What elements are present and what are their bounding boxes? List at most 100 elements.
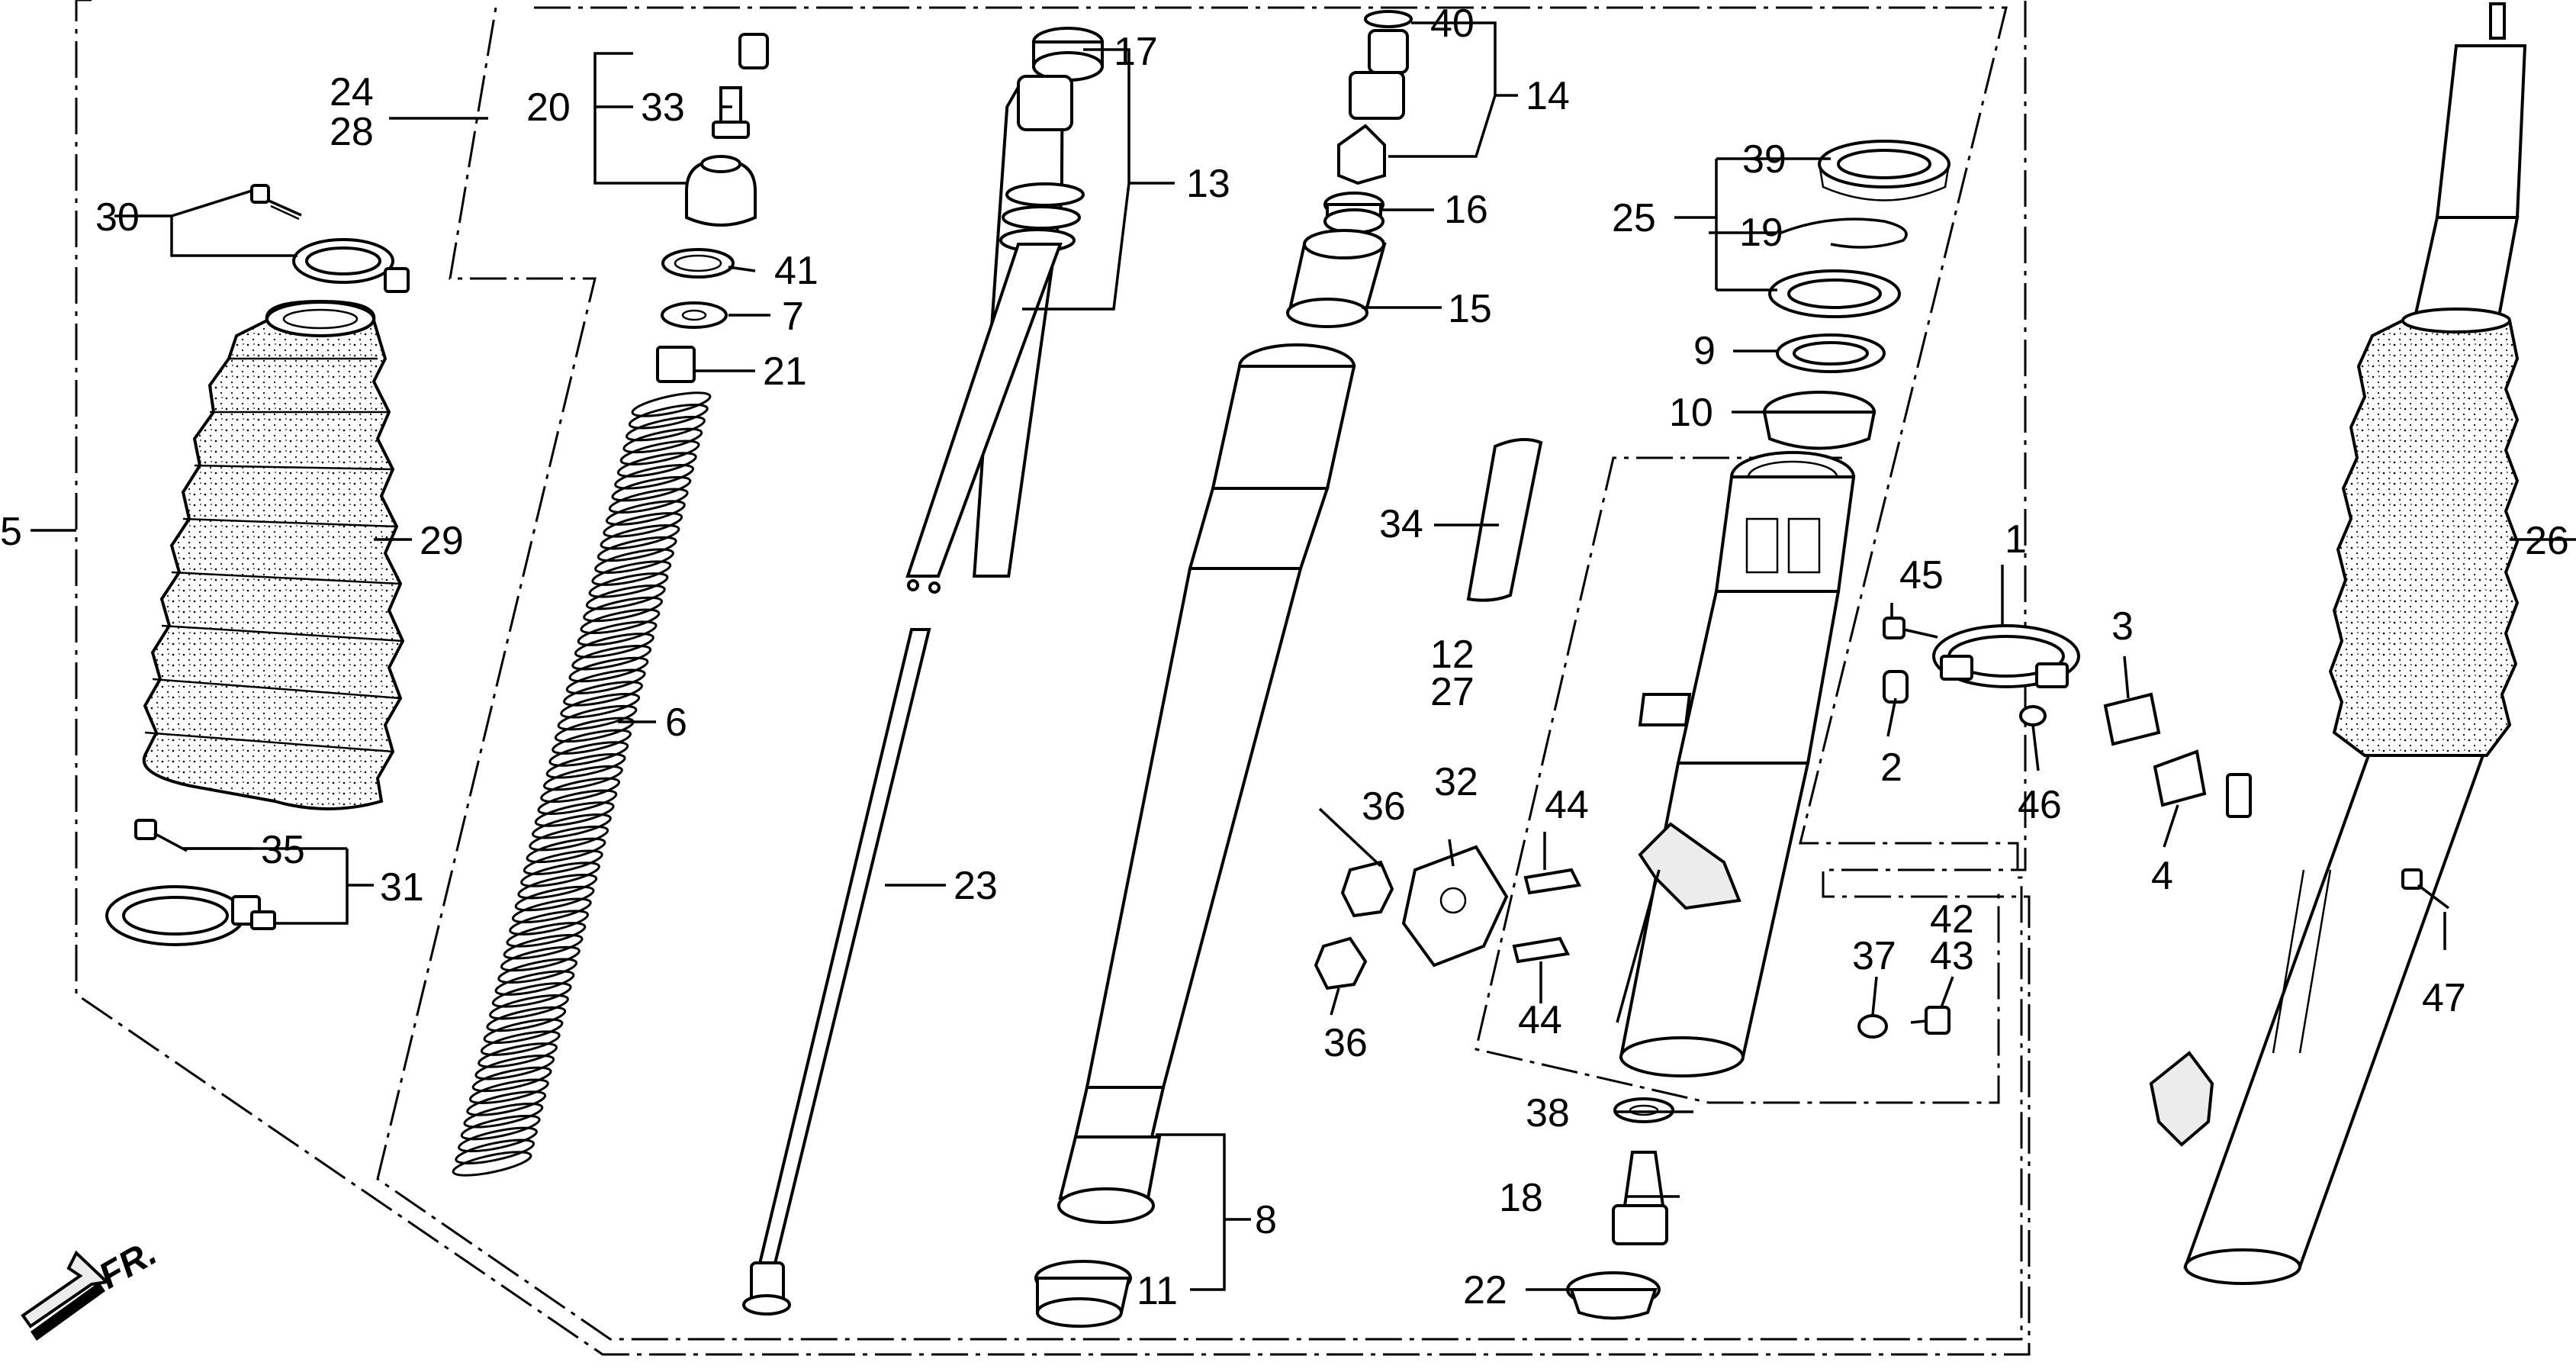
callout-8: 8: [1255, 1198, 1277, 1242]
callout-15: 15: [1448, 287, 1492, 331]
callout-9: 9: [1693, 329, 1716, 373]
spring-coil: [480, 1030, 561, 1056]
spring-coil: [463, 1103, 544, 1129]
callout-14: 14: [1526, 74, 1570, 118]
callout-26: 26: [2525, 519, 2569, 563]
callout-40: 40: [1430, 2, 1475, 46]
spring-coil: [591, 560, 672, 586]
callout-18: 18: [1499, 1176, 1543, 1220]
spring-coil: [588, 572, 669, 598]
spring-coil: [631, 391, 712, 417]
spring-coil: [574, 633, 654, 659]
spring-coil: [565, 668, 646, 695]
callout-2: 2: [1880, 746, 1902, 790]
direction-label: FR.: [92, 1232, 163, 1297]
callout-42: 42: [1930, 897, 1974, 942]
spring-coil: [540, 777, 621, 804]
spring-coil: [557, 704, 638, 731]
spring-coil: [483, 1018, 564, 1045]
callout-7: 7: [782, 295, 804, 339]
callout-36-lower: 36: [1323, 1021, 1368, 1065]
lower-small-parts: [1566, 1097, 1674, 1320]
callout-39: 39: [1742, 137, 1786, 182]
left-fork-boot: [142, 299, 405, 810]
spring-coil: [506, 922, 587, 948]
spring-coil: [509, 910, 590, 936]
complete-right-fork: [2149, 2, 2527, 1285]
spring-coil: [616, 452, 697, 478]
spring-coil: [491, 982, 572, 1008]
spring-coil: [514, 885, 595, 912]
spring-coil: [577, 620, 658, 646]
spring-coil: [542, 765, 623, 791]
callout-labels: 1 2 3 4 5 6 7 8 9 10 11 12 13 14 15 16 1…: [0, 2, 2569, 1313]
spring-coil: [468, 1078, 549, 1104]
spring-coil: [503, 933, 584, 960]
spring-coil: [603, 512, 683, 538]
spring-coil: [563, 681, 643, 707]
spring-coil: [523, 849, 603, 875]
spring-coil: [552, 729, 632, 755]
spring-coil: [474, 1054, 555, 1081]
axle-clamp-parts: [1314, 845, 1582, 990]
spring-coil: [511, 897, 592, 924]
callout-45: 45: [1899, 553, 1944, 597]
spring-coil: [526, 837, 606, 864]
spring-coil: [497, 958, 578, 984]
spring-coil: [545, 753, 626, 779]
callout-1: 1: [2005, 517, 2027, 562]
callout-21: 21: [763, 349, 807, 394]
callout-30: 30: [95, 195, 140, 240]
spring-coil: [560, 693, 641, 719]
callout-37: 37: [1852, 934, 1896, 978]
spring-coil: [580, 608, 661, 635]
callout-16: 16: [1444, 188, 1488, 232]
inner-fork-tube: [1034, 343, 1356, 1328]
callout-25: 25: [1612, 196, 1656, 240]
callout-13: 13: [1186, 162, 1230, 206]
spring-coil: [534, 801, 615, 827]
callout-27: 27: [1430, 670, 1475, 714]
guide-strip: [1466, 438, 1543, 602]
spring-coil: [458, 1126, 538, 1153]
assembly-outlines: [75, 0, 2031, 1356]
spring-coil: [517, 873, 598, 900]
upper-boot-clamp: [250, 184, 410, 293]
spring-coil: [594, 548, 674, 575]
spring-coil: [486, 1006, 567, 1032]
spring-coil: [466, 1090, 547, 1116]
spring-coil: [628, 404, 709, 430]
fork-spring: [452, 391, 712, 1177]
callout-41: 41: [774, 249, 818, 293]
callout-5: 5: [0, 510, 22, 554]
spring-coil: [626, 415, 706, 442]
callout-4: 4: [2151, 854, 2173, 898]
lower-boot-clamp: [105, 819, 276, 946]
callout-35: 35: [261, 828, 305, 872]
spring-coil: [608, 488, 689, 514]
spring-coil: [452, 1151, 532, 1177]
callout-19: 19: [1739, 211, 1783, 255]
spring-coil: [605, 500, 686, 526]
spring-coil: [455, 1139, 535, 1164]
spring-coil: [529, 825, 609, 852]
spring-coil: [614, 464, 695, 490]
valve-stack: [1286, 10, 1413, 328]
spring-coil: [597, 536, 677, 562]
callout-28: 28: [330, 110, 374, 154]
spring-coil: [619, 440, 700, 465]
spring-coil: [478, 1042, 558, 1068]
spring-coil: [489, 994, 569, 1020]
callout-22: 22: [1463, 1268, 1507, 1312]
outer-slider: [1616, 451, 1856, 1077]
callout-23: 23: [954, 864, 998, 908]
spring-coil: [537, 789, 618, 815]
long-rod: [742, 628, 931, 1316]
seal-stack: [1762, 140, 1950, 450]
spring-coil: [494, 970, 575, 996]
damper-rod: [905, 27, 1104, 594]
callout-24: 24: [330, 70, 374, 114]
callout-33: 33: [641, 85, 685, 130]
